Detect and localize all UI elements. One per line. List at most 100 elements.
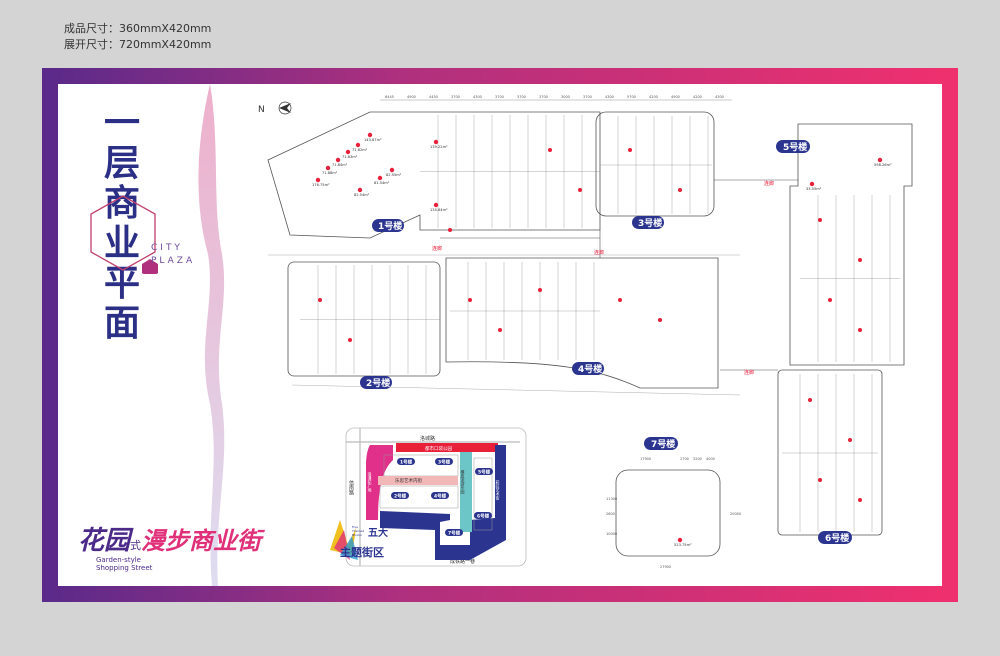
svg-text:7号楼: 7号楼 [651, 438, 675, 450]
unit-marker-icon [858, 498, 862, 502]
unit-marker-icon [367, 132, 373, 138]
title-char: 业 [104, 223, 141, 264]
city-plaza-text: CITY PLAZA [151, 242, 195, 268]
unit-marker-icon [325, 165, 331, 171]
dimension-label: 3700 [583, 95, 592, 99]
unit-marker-icon [345, 149, 351, 155]
unit-marker-icon [578, 188, 582, 192]
dimension-label: 4900 [671, 95, 680, 99]
building-labels: 1号楼 3号楼 2号楼 4号楼 5号楼 6号楼 7号楼 [360, 140, 852, 544]
corridor-label: 连廊 [432, 245, 442, 252]
unit-marker-icon [877, 157, 883, 163]
unit-marker-icon [628, 148, 632, 152]
svg-text:4号楼: 4号楼 [578, 363, 602, 375]
minimap-b5: 5号楼 [478, 469, 491, 476]
unit-marker-icon [318, 298, 322, 302]
slogan-part1: 花园 [78, 526, 131, 556]
svg-text:3号楼: 3号楼 [638, 217, 662, 229]
unit-area: 82.54m² [354, 193, 370, 197]
floor-plan: 143.67m²71.82m²71.83m²71.84m²71.88m²176.… [258, 95, 913, 569]
unit-area: 71.88m² [322, 171, 338, 175]
dimension-label: 3200 [693, 457, 702, 461]
road-top-label: 洛城路 [420, 435, 435, 442]
building-4-label: 4号楼 [572, 362, 604, 375]
unit-marker-icon [658, 318, 662, 322]
unit-area: 598.26m² [874, 163, 892, 167]
title-char: 层 [104, 143, 141, 184]
unit-marker-icon [389, 167, 395, 173]
unit-marker-icon [433, 139, 439, 145]
rainbow-street-label: 彩虹艺术街 [496, 479, 501, 501]
plaza-label: 浪漫花广场 [368, 471, 373, 493]
svg-text:5号楼: 5号楼 [783, 141, 807, 153]
unit-marker-icon [433, 202, 439, 208]
building-1-label: 1号楼 [372, 219, 404, 232]
unit-area: 33.55m² [806, 187, 822, 191]
building-7-label: 7号楼 [644, 437, 678, 450]
unit-marker-icon [498, 328, 502, 332]
dimension-label: 10000 [606, 532, 617, 536]
building-5-outline [789, 123, 913, 366]
corridor-label: 连廊 [744, 369, 754, 376]
dimension-label: 4450 [429, 95, 438, 99]
minimap-b2: 2号楼 [394, 493, 407, 500]
unit-marker-icon [808, 398, 812, 402]
unit-area: 176.75m² [312, 183, 330, 187]
unit-marker-icon [848, 438, 852, 442]
page-title: 一 层 商 业 平 面 [104, 103, 141, 344]
minimap-b3: 3号楼 [438, 459, 451, 466]
unit-marker-icon [357, 187, 363, 193]
dimension-label: 4300 [605, 95, 614, 99]
north-compass-icon: N [258, 101, 292, 115]
city-text: CITY [151, 243, 183, 253]
dimension-label: 4300 [473, 95, 482, 99]
unit-marker-icon [858, 328, 862, 332]
park-label: 都市口袋公园 [425, 445, 452, 452]
unit-marker-icon [818, 478, 822, 482]
unit-area: 82.55m² [386, 173, 402, 177]
slogan-en2: Shopping Street [96, 564, 153, 572]
building-7-outline [615, 469, 721, 557]
unit-marker-icon [468, 298, 472, 302]
title-char: 面 [104, 303, 141, 344]
road-left-label: 信南路 [348, 479, 354, 496]
dimension-label: 3700 [517, 95, 526, 99]
unit-area: 81.54m² [374, 181, 390, 185]
unit-marker-icon [678, 188, 682, 192]
svg-text:2号楼: 2号楼 [366, 377, 390, 389]
dimension-label: 27900 [660, 565, 671, 569]
unit-area: 523.75m² [674, 543, 692, 547]
unit-marker-icon [677, 537, 683, 543]
building-2-label: 2号楼 [360, 376, 392, 389]
unit-marker-icon [818, 218, 822, 222]
unit-marker-icon [348, 338, 352, 342]
unit-marker-icon [809, 181, 815, 187]
slogan-part3: 漫步商业街 [141, 527, 262, 555]
minimap-b4: 4号楼 [434, 493, 447, 500]
title-char: 一 [104, 103, 141, 144]
dimension-label: 6445 [385, 95, 394, 99]
dimension-label: 5700 [627, 95, 636, 99]
poster-canvas: 一 层 商 业 平 面 CITY PLAZA 花园式漫步商业街 Garden-s… [58, 84, 942, 586]
svg-text:1号楼: 1号楼 [378, 220, 402, 232]
building-2-outline [287, 261, 441, 377]
dimension-label: 2600 [606, 512, 615, 516]
unit-area: 71.84m² [332, 163, 348, 167]
minimap-b6: 6号楼 [477, 513, 490, 520]
dimension-label: 4200 [693, 95, 702, 99]
badge-en2: Themed [351, 529, 364, 533]
unit-area: 135.64m² [430, 208, 448, 212]
unit-area: 139.22m² [430, 145, 448, 149]
building-5-label: 5号楼 [776, 140, 810, 153]
dimension-label: 3000 [561, 95, 570, 99]
corridor-label: 连廊 [594, 249, 604, 256]
dimension-label: 4000 [706, 457, 715, 461]
unit-marker-icon [828, 298, 832, 302]
playground-label: 橡皮泥游乐园 [461, 469, 466, 495]
road-bottom-label: 成铁路一巷 [450, 558, 475, 565]
dimension-label: 4200 [649, 95, 658, 99]
dimension-label: 3700 [451, 95, 460, 99]
dimension-label: 11300 [606, 497, 617, 501]
hexagon-outline-icon [90, 195, 158, 274]
